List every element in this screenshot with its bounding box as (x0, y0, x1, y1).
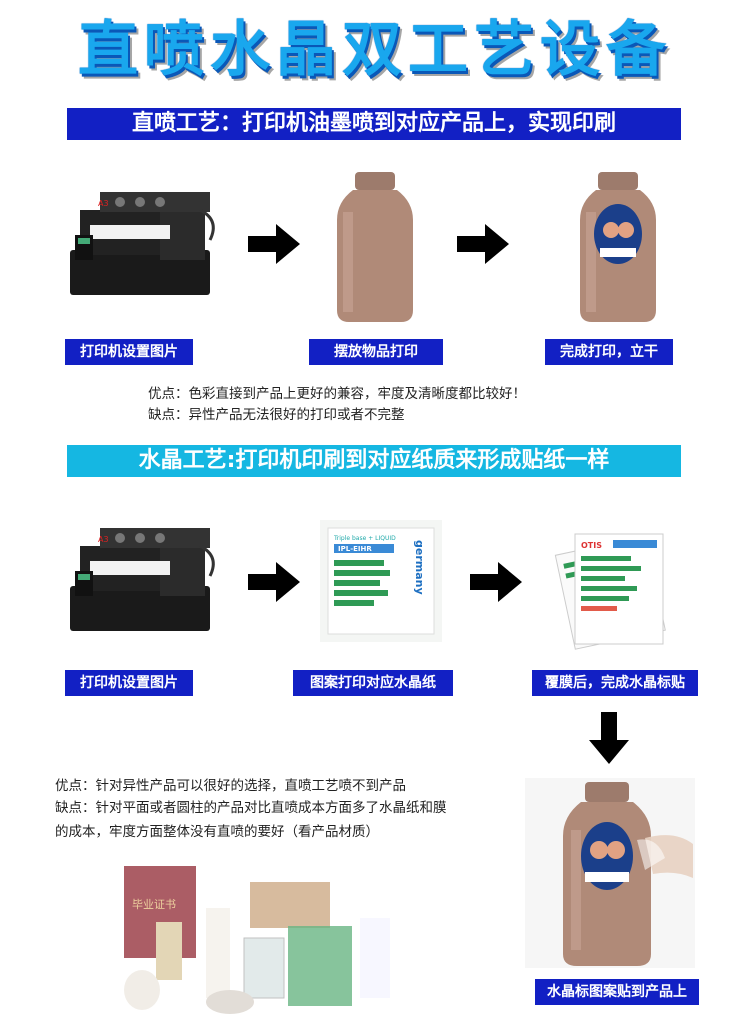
products-collage-image: 毕业证书 (110, 858, 400, 1018)
sticker-text-1: Triple base + LIQUID (333, 535, 396, 542)
certificate-text: 毕业证书 (132, 898, 176, 911)
step-label-laminate-done: 覆膜后，完成水晶标贴 (532, 670, 698, 696)
direct-print-pros: 优点：色彩直接到产品上更好的兼容，牢度及清晰度都比较好！ (148, 386, 526, 402)
laminated-labels-image: OTIS (553, 520, 673, 652)
bottle-with-crystal-label-image (525, 778, 695, 968)
step-label-place-and-print: 摆放物品打印 (309, 339, 443, 365)
crystal-label-cons-line1: 缺点：针对平面或者圆柱的产品对比直喷成本方面多了水晶纸和膜 (55, 800, 447, 816)
printer-image-1: A3 (60, 180, 220, 310)
step-label-printer-setup-1: 打印机设置图片 (65, 339, 193, 365)
printer-brand-text-2: A3 (98, 535, 109, 544)
step-label-print-done: 完成打印，立干 (545, 339, 673, 365)
crystal-label-cons-line2: 的成本，牢度方面整体没有直喷的要好（看产品材质） (55, 824, 379, 840)
direct-print-banner-text: 直喷工艺：打印机油墨喷到对应产品上，实现印刷 (131, 111, 616, 136)
arrow-right-icon (470, 562, 522, 602)
arrow-right-icon (248, 562, 300, 602)
printer-image-2: A3 (60, 516, 220, 646)
printed-bottle-image (578, 172, 658, 322)
arrow-down-icon (589, 712, 629, 764)
step-label-apply-label: 水晶标图案贴到产品上 (535, 979, 699, 1005)
crystal-label-banner: 水晶工艺:打印机印刷到对应纸质来形成贴纸一样 (67, 445, 681, 477)
printer-brand-text-1: A3 (98, 199, 109, 208)
crystal-sticker-sheet-image: Triple base + LIQUID IPL-EIHR germany (320, 520, 442, 642)
step-label-printer-setup-2: 打印机设置图片 (65, 670, 193, 696)
step-label-print-crystal-paper: 图案打印对应水晶纸 (293, 670, 453, 696)
sticker-text-2: IPL-EIHR (338, 545, 372, 553)
sticker-text-4: OTIS (581, 541, 602, 550)
direct-print-banner: 直喷工艺：打印机油墨喷到对应产品上，实现印刷 (67, 108, 681, 140)
sticker-text-3: germany (413, 540, 426, 595)
plain-bottle-image (335, 172, 415, 322)
page-headline: 直喷水晶双工艺设备 (78, 15, 672, 85)
direct-print-cons: 缺点：异性产品无法很好的打印或者不完整 (148, 407, 405, 423)
crystal-label-banner-text: 水晶工艺:打印机印刷到对应纸质来形成贴纸一样 (138, 448, 610, 473)
crystal-label-pros: 优点：针对异性产品可以很好的选择，直喷工艺喷不到产品 (55, 778, 406, 794)
arrow-right-icon (457, 224, 509, 264)
arrow-right-icon (248, 224, 300, 264)
